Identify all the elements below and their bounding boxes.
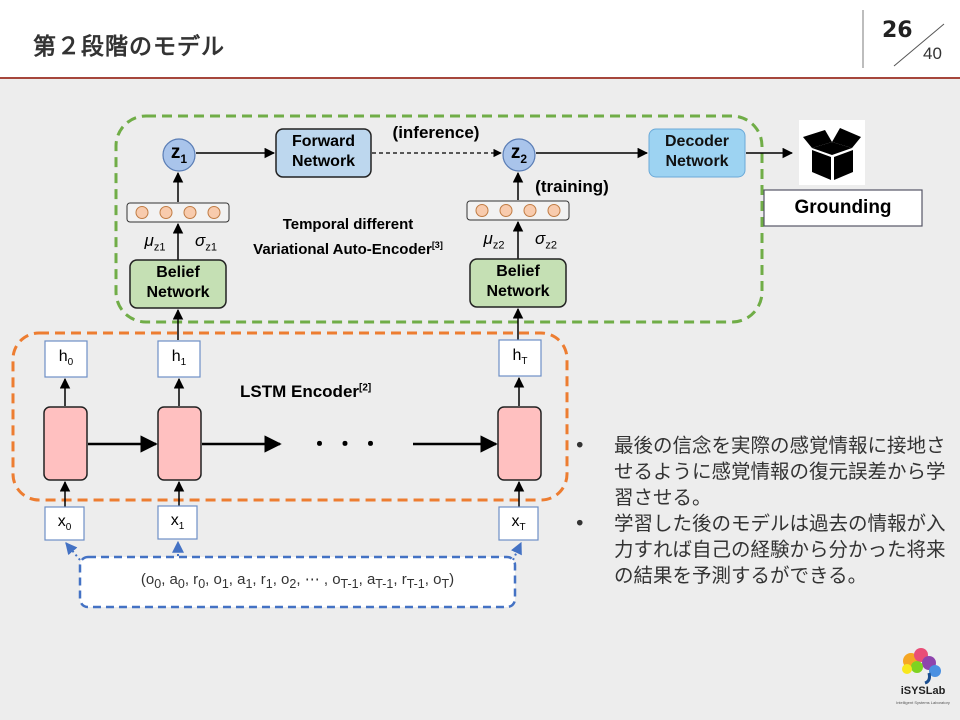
latent-units-2 [466,200,570,221]
logo-subtitle: Intelligent Systems Laboratory [896,700,950,705]
input-box-T [498,506,539,541]
z1-node [162,138,196,172]
lstm-cell-0 [43,406,88,481]
bullet-item: •学習した後のモデルは過去の情報が入力すれば自己の経験から分かった将来の結果を予… [574,512,946,587]
open-box-icon [803,128,861,180]
lstm-encoder-label: LSTM Encoder[2] [240,382,372,401]
isyslab-logo: iSYSLab Intelligent Systems Laboratory [895,645,951,711]
input-label-T: xT [511,513,526,534]
lstm-cell-T [497,406,542,481]
input-box-1 [157,505,198,540]
page-number-divider [862,10,864,68]
training-label: (training) [535,177,609,196]
z2-node [502,138,536,172]
input-box-0 [44,506,85,541]
hidden-state-label-1: h1 [171,348,187,369]
input-sequence-box [78,555,517,609]
grounding-label: Grounding [794,197,892,218]
hidden-state-label-0: h0 [58,348,74,369]
forward-network-box [275,128,372,178]
ellipsis-dots: ・ ・ ・ [309,434,381,456]
lstm-region [11,331,569,502]
vae-region [114,114,764,324]
latent-units-1 [126,202,230,223]
slide-title: 第２段階のモデル [33,34,225,60]
vae-label: Temporal different Variational Auto-Enco… [253,216,443,258]
input-label-1: x1 [170,512,185,533]
mu-z1-label: μz1 [144,231,166,254]
brain-gears-icon [902,648,941,685]
bullet-list: •最後の信念を実際の感覚情報に接地させるように感覚情報の復元誤差から学習させる。… [570,433,955,589]
input-sequence-text: (o0, a0, r0, o1, a1, r1, o2, ⋯ , oT-1, a… [140,571,455,591]
hidden-state-box-0 [44,340,88,378]
logo-name: iSYSLab [900,685,946,697]
page-number-current: 26 [882,18,913,43]
input-label-0: x0 [57,513,72,534]
slide-header: 第２段階のモデル 26 40 [0,0,960,79]
z2-label: z2 [510,142,528,166]
bullet-item: •最後の信念を実際の感覚情報に接地させるように感覚情報の復元誤差から学習させる。 [574,434,946,509]
sigma-z2-label: σz2 [535,229,557,252]
hidden-state-label-T: hT [512,347,528,368]
belief-network-box-1 [129,259,227,309]
belief-network-box-2 [469,258,567,308]
sigma-z1-label: σz1 [195,231,217,254]
lstm-cell-1 [157,406,202,481]
page-number-slash [893,23,945,67]
inference-label: (inference) [392,123,480,142]
hidden-state-box-T [498,339,542,377]
page-number-total: 40 [923,44,942,63]
decoder-network-box [648,128,746,178]
hidden-state-box-1 [157,340,201,378]
mu-z2-label: μz2 [483,229,505,252]
grounding-label-box [763,189,923,227]
z1-label: z1 [170,142,188,166]
